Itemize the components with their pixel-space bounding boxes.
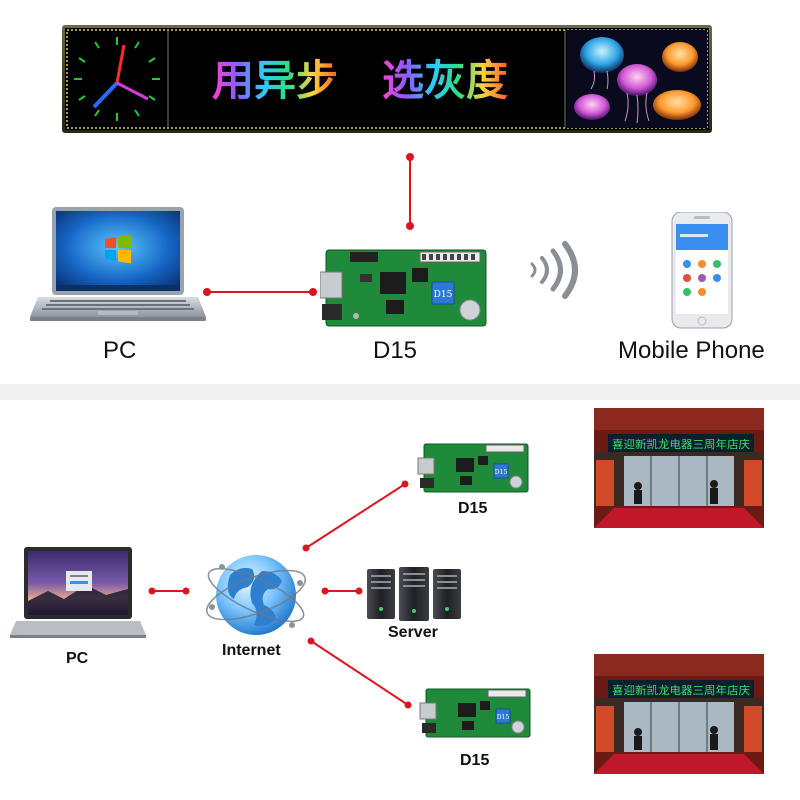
- globe-icon: [200, 545, 312, 645]
- label-pc-bottom: PC: [66, 650, 89, 667]
- label-internet: Internet: [222, 642, 281, 659]
- storefront-banner-bottom: 喜迎新凯龙电器三周年店庆: [612, 683, 750, 697]
- server-rack: [363, 565, 467, 623]
- link-pc-d15-top: [200, 285, 320, 299]
- led-text-left: 用异步: [212, 56, 338, 105]
- link-internet-d15-top: [300, 478, 412, 554]
- d15-chip-label-middle-top: D15: [495, 469, 508, 476]
- label-server: Server: [388, 624, 438, 641]
- link-pc-internet: [146, 584, 192, 598]
- link-internet-server: [320, 584, 364, 598]
- section-divider: [0, 384, 800, 400]
- led-text-right: 选灰度: [382, 56, 508, 105]
- d15-chip-label-bottom: D15: [497, 714, 510, 721]
- label-d15-middle-top: D15: [458, 500, 488, 517]
- laptop-pc-top: [28, 205, 208, 325]
- d15-controller-middle-top: D15: [416, 440, 532, 498]
- mobile-phone: [670, 212, 734, 330]
- link-internet-d15-bottom: [305, 635, 415, 711]
- wifi-signal-icon: [520, 240, 600, 300]
- windows-logo-icon: [105, 234, 131, 264]
- d15-controller-bottom: D15: [418, 685, 534, 743]
- d15-chip-label-top: D15: [434, 290, 453, 300]
- label-d15-top: D15: [373, 337, 418, 364]
- laptop-pc-bottom: [8, 545, 148, 640]
- clock-icon: [70, 33, 165, 125]
- storefront-banner-top: 喜迎新凯龙电器三周年店庆: [612, 437, 750, 451]
- label-d15-bottom: D15: [460, 752, 490, 769]
- jellyfish-image: [567, 30, 707, 128]
- storefront-photo-bottom: 喜迎新凯龙电器三周年店庆: [594, 654, 764, 774]
- storefront-photo-top: 喜迎新凯龙电器三周年店庆: [594, 408, 764, 528]
- label-mobile-phone: Mobile Phone: [618, 337, 765, 364]
- link-sign-d15: [404, 152, 416, 232]
- d15-controller-top: D15: [320, 244, 490, 334]
- led-sign: 用异步 选灰度: [62, 25, 712, 133]
- label-pc-top: PC: [103, 337, 137, 364]
